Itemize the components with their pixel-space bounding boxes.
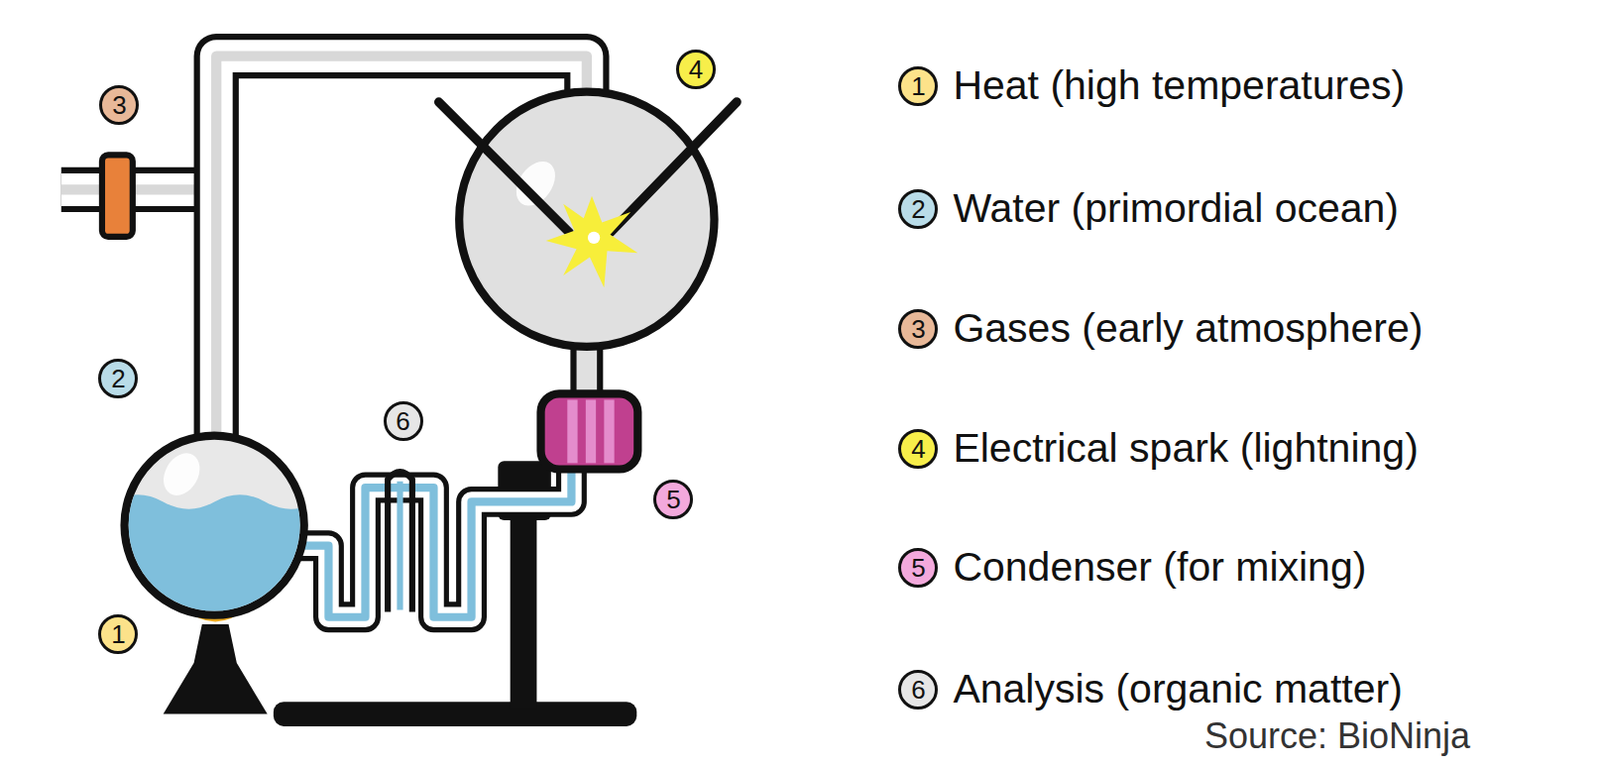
valve [102, 154, 133, 236]
callout-circle: 1 [98, 614, 138, 655]
u-tube [275, 447, 572, 618]
legend-text: Water (primordial ocean) [952, 185, 1399, 232]
source-note: Source: BioNinja [1204, 715, 1471, 757]
sample-trap [387, 471, 413, 613]
callout-number: 4 [688, 56, 703, 83]
callout-circle: 1Heat (high temperatures) [898, 66, 938, 107]
legend-text: Electrical spark (lightning) [952, 425, 1418, 472]
callout-number: 1 [911, 73, 925, 100]
water-flask [112, 436, 317, 634]
callout-circle: 2Water (primordial ocean) [898, 189, 938, 229]
stand-base [273, 701, 637, 727]
legend-text: Analysis (organic matter) [952, 666, 1402, 713]
callout-circle: 4 [676, 49, 716, 90]
callout-number: 6 [911, 677, 925, 703]
legend-text: Heat (high temperatures) [952, 63, 1405, 111]
callout-circle: 6 [383, 401, 424, 442]
callout-number: 1 [111, 621, 125, 648]
electrode [439, 102, 571, 233]
callout-number: 4 [911, 436, 925, 462]
burner [163, 624, 268, 715]
callout-number: 5 [666, 486, 681, 513]
callout-circle: 2 [98, 358, 138, 399]
callout-circle: 4Electrical spark (lightning) [898, 429, 938, 469]
condenser [541, 393, 639, 469]
legend-text: Gases (early atmosphere) [952, 306, 1423, 353]
callout-number: 6 [395, 408, 410, 435]
callout-number: 3 [911, 316, 925, 343]
gas-inlet [61, 154, 217, 236]
callout-number: 2 [111, 365, 125, 392]
spark [546, 196, 639, 289]
callout-circle: 5 [653, 479, 693, 520]
callout-circle: 6Analysis (organic matter) [898, 670, 938, 710]
callout-number: 3 [112, 92, 126, 118]
legend-text: Condenser (for mixing) [952, 545, 1367, 592]
spark-chamber [439, 92, 738, 347]
callout-number: 5 [911, 555, 925, 581]
callout-circle: 3Gases (early atmosphere) [898, 309, 938, 349]
callout-circle: 3 [99, 85, 139, 125]
callout-circle: 5Condenser (for mixing) [898, 548, 938, 588]
callout-number: 2 [911, 196, 925, 223]
